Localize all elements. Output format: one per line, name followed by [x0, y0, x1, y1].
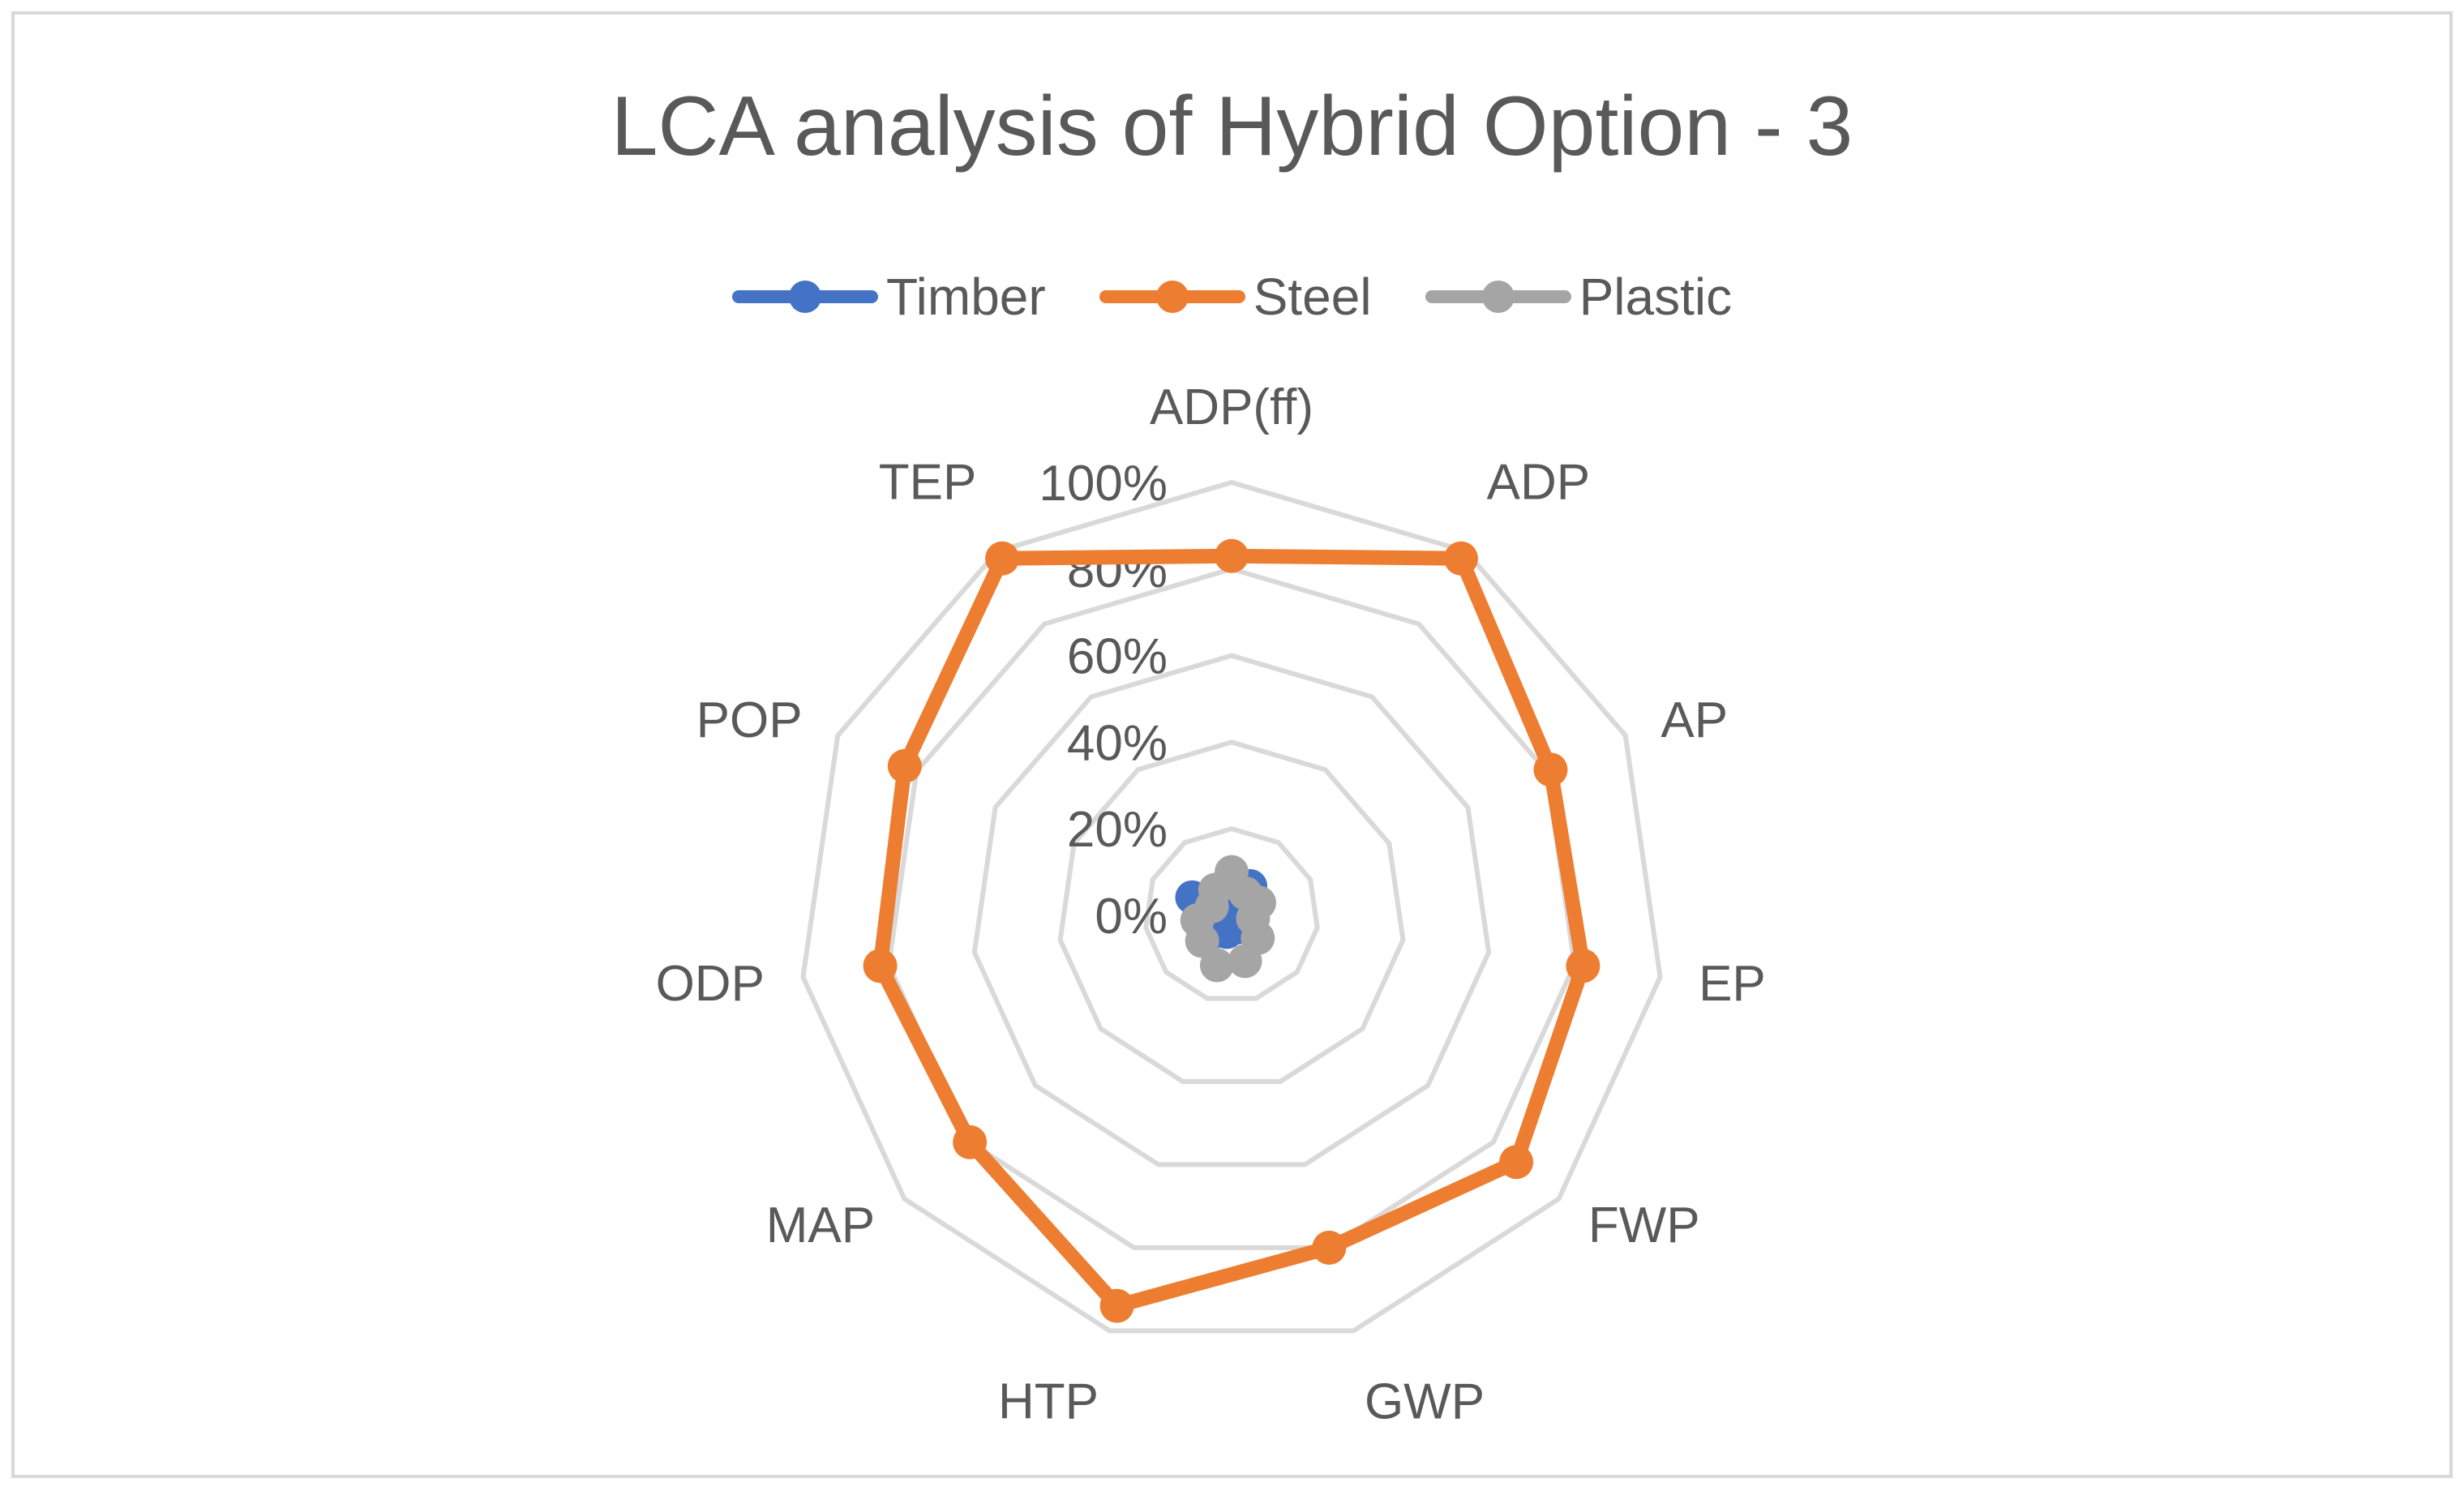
legend-swatch-timber	[731, 281, 878, 313]
category-label-3: EP	[1699, 956, 1766, 1012]
steel-point-7	[953, 1125, 988, 1159]
legend: Timber Steel Plastic	[15, 271, 2449, 323]
chart-title: LCA analysis of Hybrid Option - 3	[611, 79, 1853, 174]
category-label-1: ADP	[1487, 454, 1590, 510]
legend-swatch-plastic	[1425, 281, 1571, 313]
category-label-10: TEP	[879, 454, 977, 510]
plastic-point-10	[1198, 872, 1232, 907]
legend-label-timber: Timber	[885, 268, 1046, 326]
steel-point-9	[887, 748, 922, 783]
category-label-0: ADP(ff)	[1150, 379, 1313, 435]
grid-ring-40	[1057, 739, 1406, 1084]
steel-point-6	[1099, 1288, 1134, 1323]
category-label-8: ODP	[656, 956, 765, 1012]
tick-label-2: 40%	[1067, 715, 1168, 771]
legend-label-plastic: Plastic	[1579, 268, 1733, 326]
tick-label-1: 20%	[1067, 802, 1168, 858]
steel-point-3	[1566, 949, 1601, 983]
steel-series-line	[872, 548, 1591, 1313]
steel-point-0	[1215, 538, 1249, 573]
category-label-9: POP	[696, 692, 803, 748]
legend-item-plastic: Plastic	[1425, 268, 1733, 326]
category-label-2: AP	[1661, 692, 1728, 748]
steel-point-2	[1533, 752, 1568, 787]
legend-item-timber: Timber	[731, 268, 1046, 326]
tick-label-5: 100%	[1039, 456, 1168, 512]
legend-item-steel: Steel	[1099, 271, 1372, 323]
plastic-point-5	[1228, 944, 1262, 979]
steel-point-5	[1312, 1230, 1347, 1265]
chart-frame: LCA analysis of Hybrid Option - 3 Timber…	[11, 11, 2453, 1478]
steel-point-1	[1443, 541, 1478, 576]
tick-label-3: 60%	[1067, 629, 1168, 685]
category-label-5: GWP	[1365, 1373, 1485, 1429]
steel-point-4	[1499, 1145, 1534, 1180]
steel-point-10	[985, 541, 1020, 576]
grid-ring-80	[886, 566, 1577, 1250]
steel-point-8	[863, 949, 898, 983]
grid-ring-60	[971, 653, 1492, 1168]
category-label-7: MAP	[766, 1198, 875, 1253]
plastic-point-6	[1199, 948, 1234, 983]
tick-label-0: 0%	[1095, 889, 1168, 945]
grid-ring-100	[800, 479, 1663, 1334]
category-label-6: HTP	[998, 1373, 1099, 1429]
category-label-4: FWP	[1588, 1198, 1700, 1253]
grid-ring-20	[1143, 826, 1320, 1001]
legend-swatch-steel	[1099, 281, 1245, 313]
legend-label-steel: Steel	[1253, 268, 1372, 326]
